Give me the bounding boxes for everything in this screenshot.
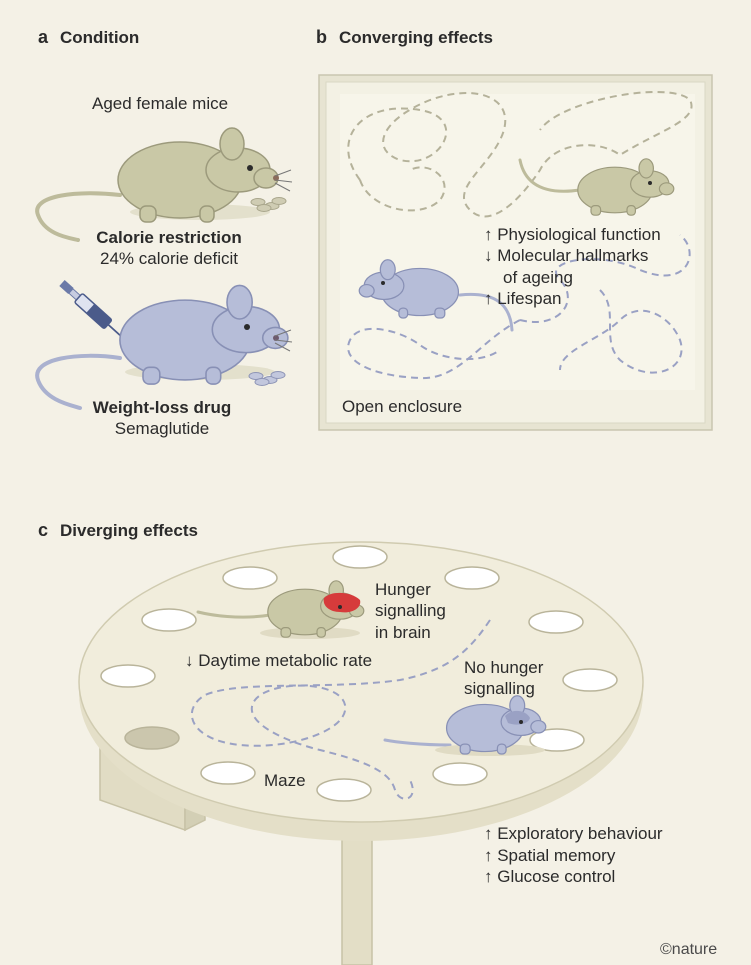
converging-effect-2: ↓ Molecular hallmarks <box>484 246 649 265</box>
diverging-effect-2: ↑ Spatial memory <box>484 846 616 865</box>
nature-credit: ©nature <box>660 941 718 958</box>
panel-a-letter: a <box>38 27 49 47</box>
hungry-mouse <box>196 580 365 639</box>
weight-loss-drug-label: Weight-loss drug <box>92 398 232 417</box>
hunger-signal-brain <box>323 592 361 613</box>
open-enclosure-label: Open enclosure <box>342 397 463 416</box>
panel-c-heading: c Diverging effects <box>38 520 198 541</box>
metabolic-rate-label: ↓ Daytime metabolic rate <box>185 651 373 670</box>
food-pellets-cr <box>250 197 287 212</box>
open-enclosure <box>318 74 713 431</box>
calorie-restriction-label: Calorie restriction <box>96 228 242 247</box>
panel-c-letter: c <box>38 520 49 540</box>
maze-apparatus <box>78 541 644 965</box>
panel-a-title: Condition <box>60 28 140 47</box>
hunger-label-line-1: Hunger <box>375 580 431 599</box>
food-pellets-drug <box>248 371 286 386</box>
hunger-label-line-2: signalling <box>375 601 446 620</box>
drug-mouse-in-enclosure <box>358 259 514 332</box>
panel-a <box>35 127 293 410</box>
panel-b-title: Converging effects <box>339 28 493 47</box>
panel-b-letter: b <box>316 27 327 47</box>
subject-label: Aged female mice <box>92 94 229 113</box>
panel-b-heading: b Converging effects <box>316 27 493 48</box>
drug-mouse-path <box>347 234 691 380</box>
converging-effect-1: ↑ Physiological function <box>484 225 661 244</box>
calorie-deficit-label: 24% calorie deficit <box>100 249 238 268</box>
panel-a-heading: a Condition <box>38 27 139 48</box>
diverging-effect-1: ↑ Exploratory behaviour <box>484 824 663 843</box>
diverging-effect-3: ↑ Glucose control <box>484 867 616 886</box>
semaglutide-label: Semaglutide <box>114 419 210 438</box>
non-hungry-mouse <box>383 695 547 756</box>
no-hunger-label-line-1: No hunger <box>464 658 544 677</box>
hunger-label-line-3: in brain <box>375 623 431 642</box>
maze-path <box>190 619 491 800</box>
cr-mouse-path <box>347 90 693 218</box>
panel-c-title: Diverging effects <box>60 521 198 540</box>
maze-holes <box>100 545 618 802</box>
no-hunger-label-line-2: signalling <box>464 679 535 698</box>
converging-effect-3: ↑ Lifespan <box>484 289 562 308</box>
maze-label: Maze <box>264 771 306 790</box>
cr-mouse-in-enclosure <box>518 158 675 216</box>
syringe-icon <box>59 280 131 346</box>
converging-effect-2-cont: of ageing <box>503 268 573 287</box>
semaglutide-treated-mouse <box>35 284 293 410</box>
calorie-restricted-mouse <box>35 127 293 242</box>
